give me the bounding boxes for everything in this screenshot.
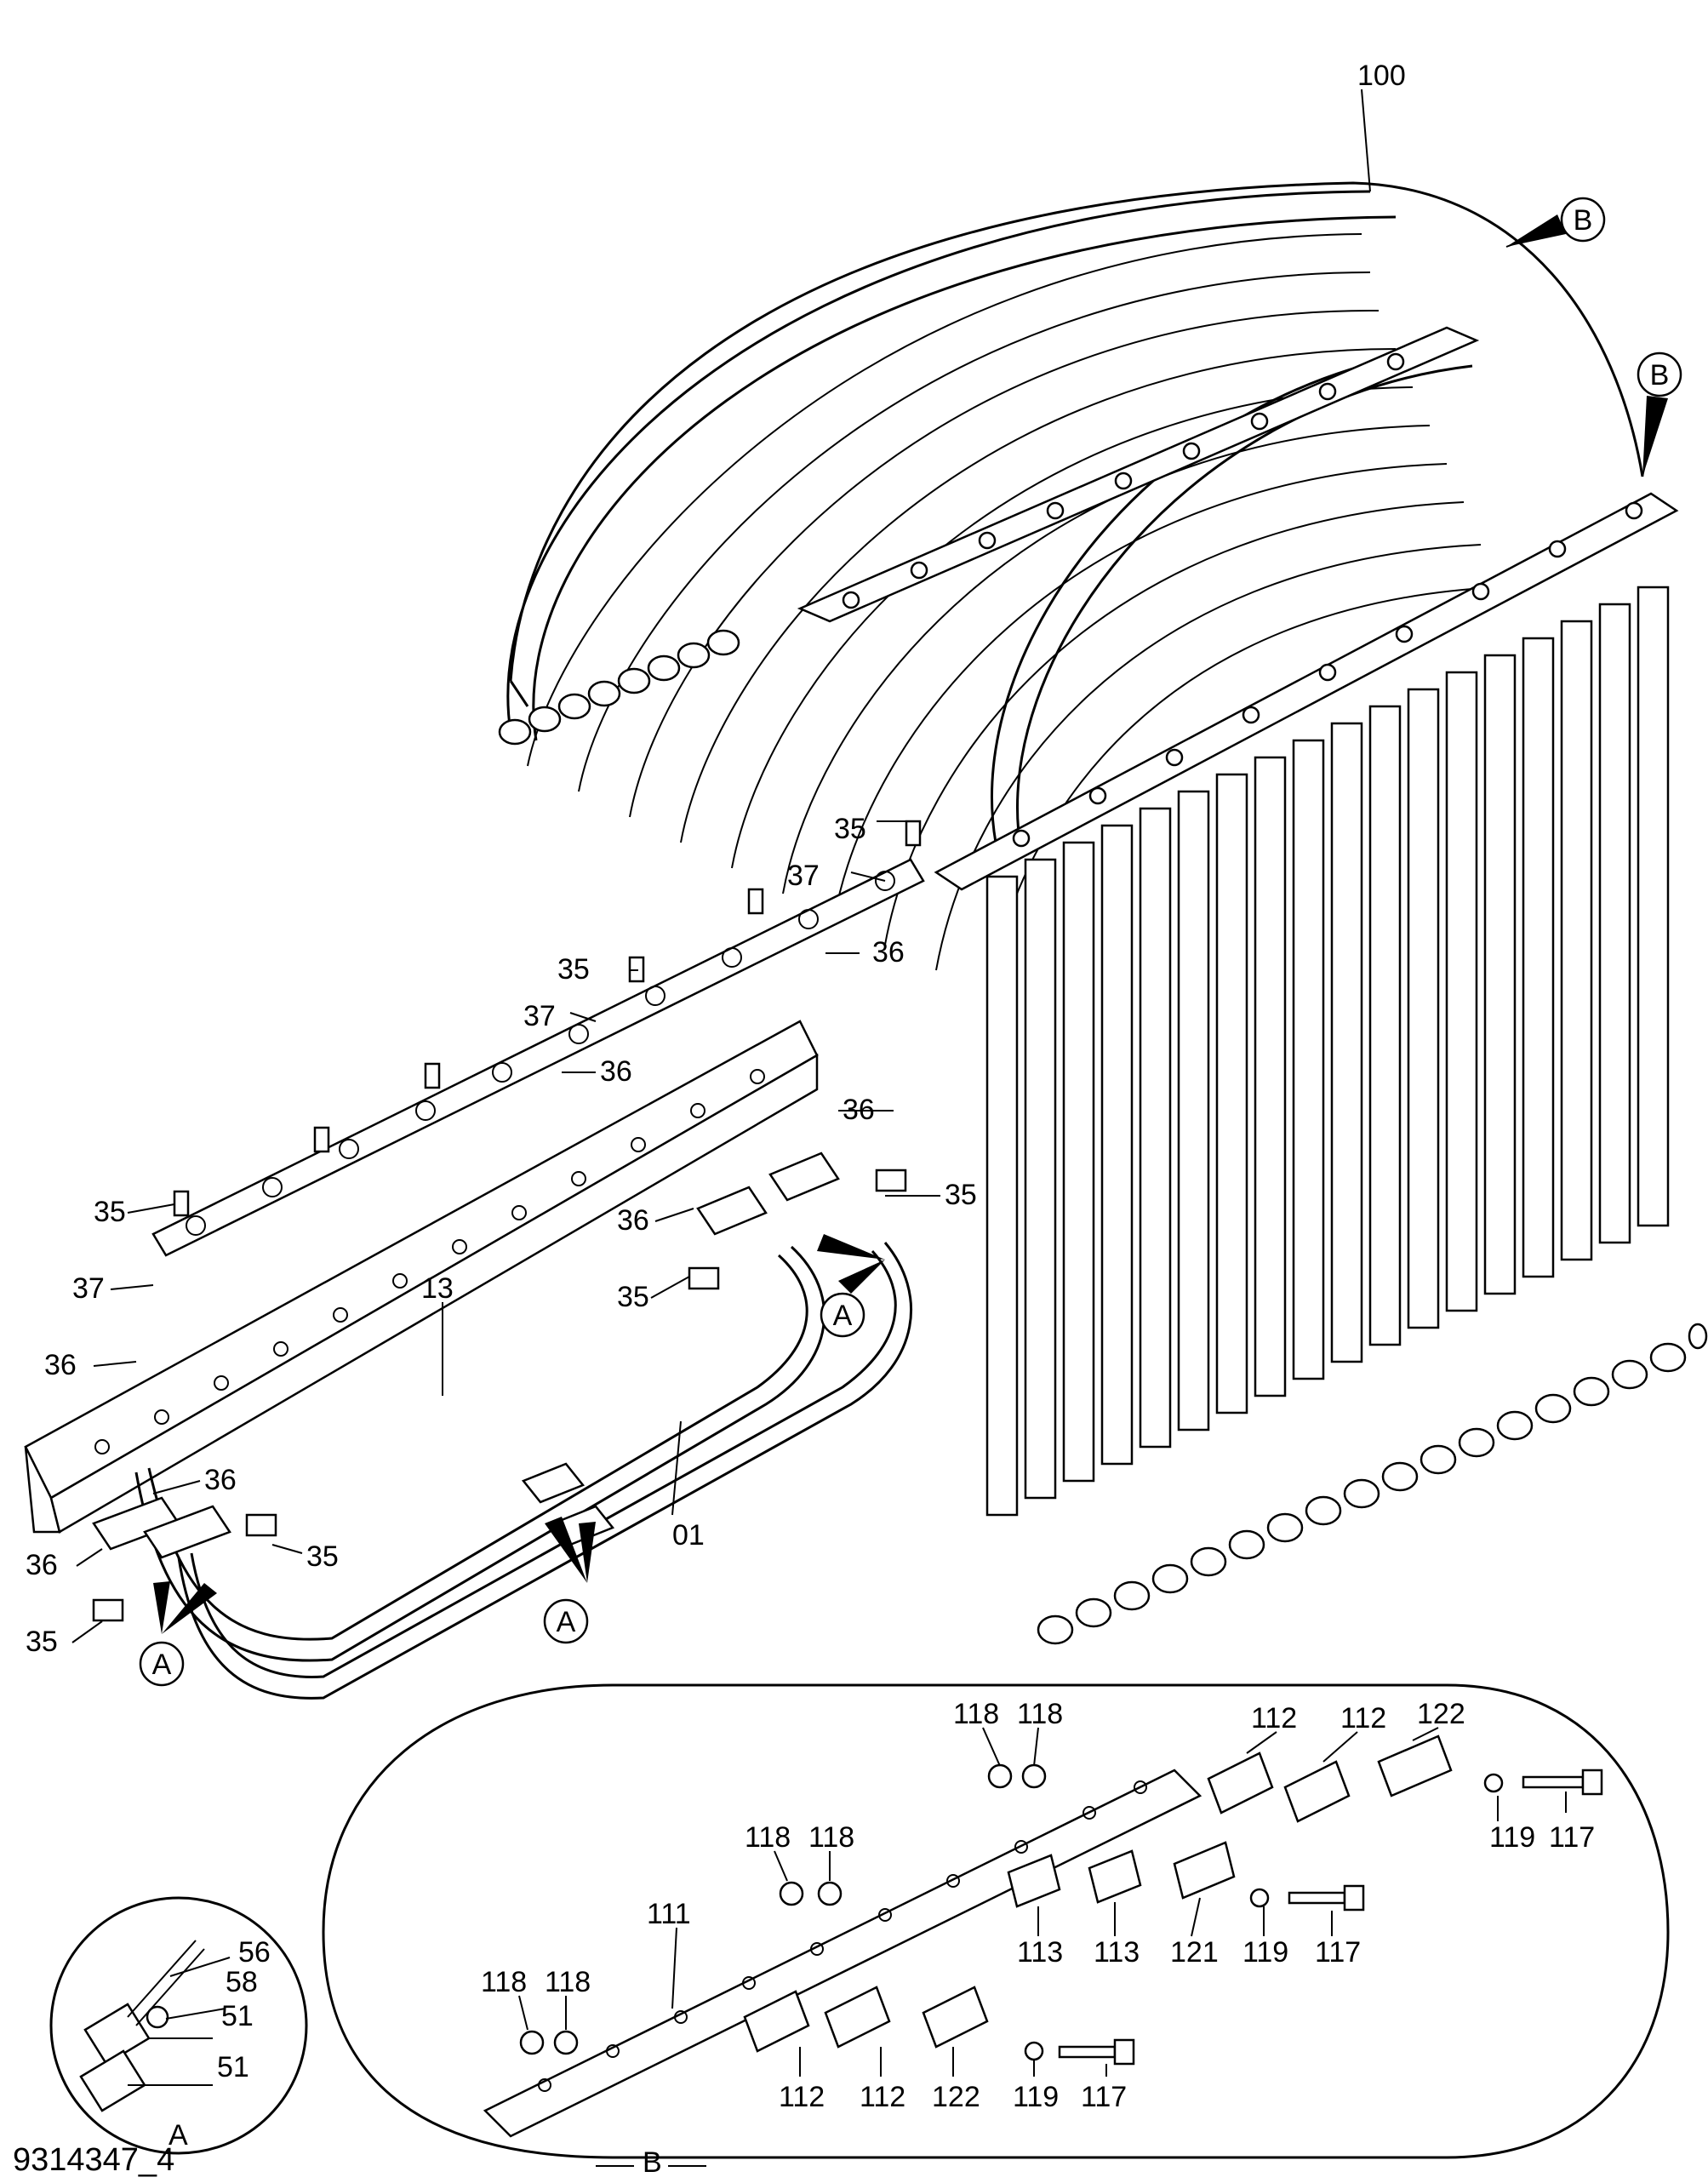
label-flange: 37 bbox=[787, 860, 820, 892]
label-bolt: 35 bbox=[834, 813, 866, 845]
label-plate-111: 111 bbox=[647, 1898, 691, 1930]
hose-end-fittings-left bbox=[498, 629, 740, 746]
callout-b-upper[interactable]: B bbox=[1560, 197, 1606, 243]
washers-119 bbox=[1024, 1773, 1504, 2061]
label-bolt: 35 bbox=[617, 1281, 649, 1313]
label-o-ring: 36 bbox=[26, 1549, 58, 1581]
callout-label: B bbox=[1650, 359, 1670, 391]
label-nut-118: 118 bbox=[545, 1966, 591, 1998]
label-bolt: 35 bbox=[557, 953, 590, 986]
label-plate-121: 121 bbox=[1170, 1936, 1219, 1969]
label-clamp-112: 112 bbox=[1251, 1702, 1297, 1734]
label-clamp-113: 113 bbox=[1094, 1936, 1140, 1969]
label-clamp-51: 51 bbox=[221, 2000, 254, 2032]
label-nut-118: 118 bbox=[1017, 1698, 1063, 1730]
detail-b-title: B bbox=[643, 2146, 662, 2179]
callout-arrows bbox=[153, 214, 1668, 1634]
label-nut-118: 118 bbox=[745, 1821, 791, 1854]
label-plate-122: 122 bbox=[932, 2081, 980, 2113]
label-clamp-113: 113 bbox=[1017, 1936, 1063, 1969]
bolts-117 bbox=[1058, 1769, 1603, 2066]
label-nut-118: 118 bbox=[481, 1966, 527, 1998]
callout-a-pipe[interactable]: A bbox=[543, 1598, 589, 1644]
label-o-ring: 36 bbox=[44, 1349, 77, 1381]
detail-view-b bbox=[322, 1683, 1670, 2159]
pipe-13 bbox=[134, 1245, 826, 1662]
hose-bundle bbox=[498, 181, 1708, 1645]
label-pipe-13: 13 bbox=[421, 1272, 454, 1305]
callout-a-valve[interactable]: A bbox=[820, 1292, 865, 1338]
part-labels: 100 35 37 36 35 37 36 36 35 36 35 35 37 … bbox=[26, 60, 1595, 2179]
detail-view-a bbox=[49, 1896, 308, 2155]
pipe-01 bbox=[177, 1242, 912, 1700]
callout-label: A bbox=[833, 1300, 853, 1332]
valve-ports bbox=[94, 1069, 765, 1454]
label-clamp-112: 112 bbox=[1340, 1702, 1386, 1734]
callout-label: B bbox=[1574, 204, 1593, 237]
label-flange: 37 bbox=[523, 1000, 556, 1032]
label-bolt: 35 bbox=[306, 1540, 339, 1573]
callout-label: A bbox=[557, 1606, 576, 1638]
flange-row bbox=[151, 858, 925, 1257]
figure-id: 9314347_4 bbox=[13, 2142, 174, 2178]
label-washer-119: 119 bbox=[1013, 2081, 1059, 2113]
label-o-ring: 36 bbox=[600, 1055, 632, 1088]
label-bolt-117: 117 bbox=[1081, 2081, 1127, 2113]
label-clamp-112: 112 bbox=[779, 2081, 825, 2113]
label-clamp-51: 51 bbox=[217, 2051, 249, 2083]
label-washer-58: 58 bbox=[226, 1966, 258, 1998]
label-flange: 37 bbox=[72, 1272, 105, 1305]
label-o-ring: 36 bbox=[204, 1464, 237, 1496]
valve-block bbox=[24, 1020, 819, 1534]
label-nut-118: 118 bbox=[953, 1698, 999, 1730]
callout-b-right[interactable]: B bbox=[1637, 351, 1682, 397]
label-o-ring: 36 bbox=[617, 1204, 649, 1237]
label-o-ring: 36 bbox=[843, 1094, 875, 1126]
label-clamp-112: 112 bbox=[860, 2081, 905, 2113]
label-bolt-117: 117 bbox=[1315, 1936, 1361, 1969]
label-bolt: 35 bbox=[945, 1179, 977, 1211]
label-bolt: 35 bbox=[94, 1196, 126, 1228]
detail-a-title: A bbox=[169, 2119, 188, 2152]
label-hose-bundle: 100 bbox=[1357, 60, 1406, 92]
label-bolt-56: 56 bbox=[238, 1936, 271, 1969]
label-bolt-117: 117 bbox=[1549, 1821, 1595, 1854]
nuts-118 bbox=[519, 1763, 1047, 2055]
label-plate-122: 122 bbox=[1417, 1698, 1465, 1730]
callout-a-left[interactable]: A bbox=[139, 1641, 185, 1687]
clamp-parts bbox=[743, 1734, 1453, 2053]
label-pipe-01: 01 bbox=[672, 1519, 705, 1552]
label-bolt: 35 bbox=[26, 1626, 58, 1658]
label-washer-119: 119 bbox=[1242, 1936, 1288, 1969]
detail-b-leaders bbox=[518, 1727, 1567, 2077]
label-washer-119: 119 bbox=[1489, 1821, 1535, 1854]
hose-vertical-runs bbox=[985, 586, 1670, 1517]
hose-clamp-bars bbox=[797, 326, 1679, 891]
hose-elbow-fittings bbox=[1037, 1323, 1708, 1645]
label-nut-118: 118 bbox=[808, 1821, 854, 1854]
callout-label: A bbox=[152, 1649, 172, 1681]
label-o-ring: 36 bbox=[872, 936, 905, 969]
